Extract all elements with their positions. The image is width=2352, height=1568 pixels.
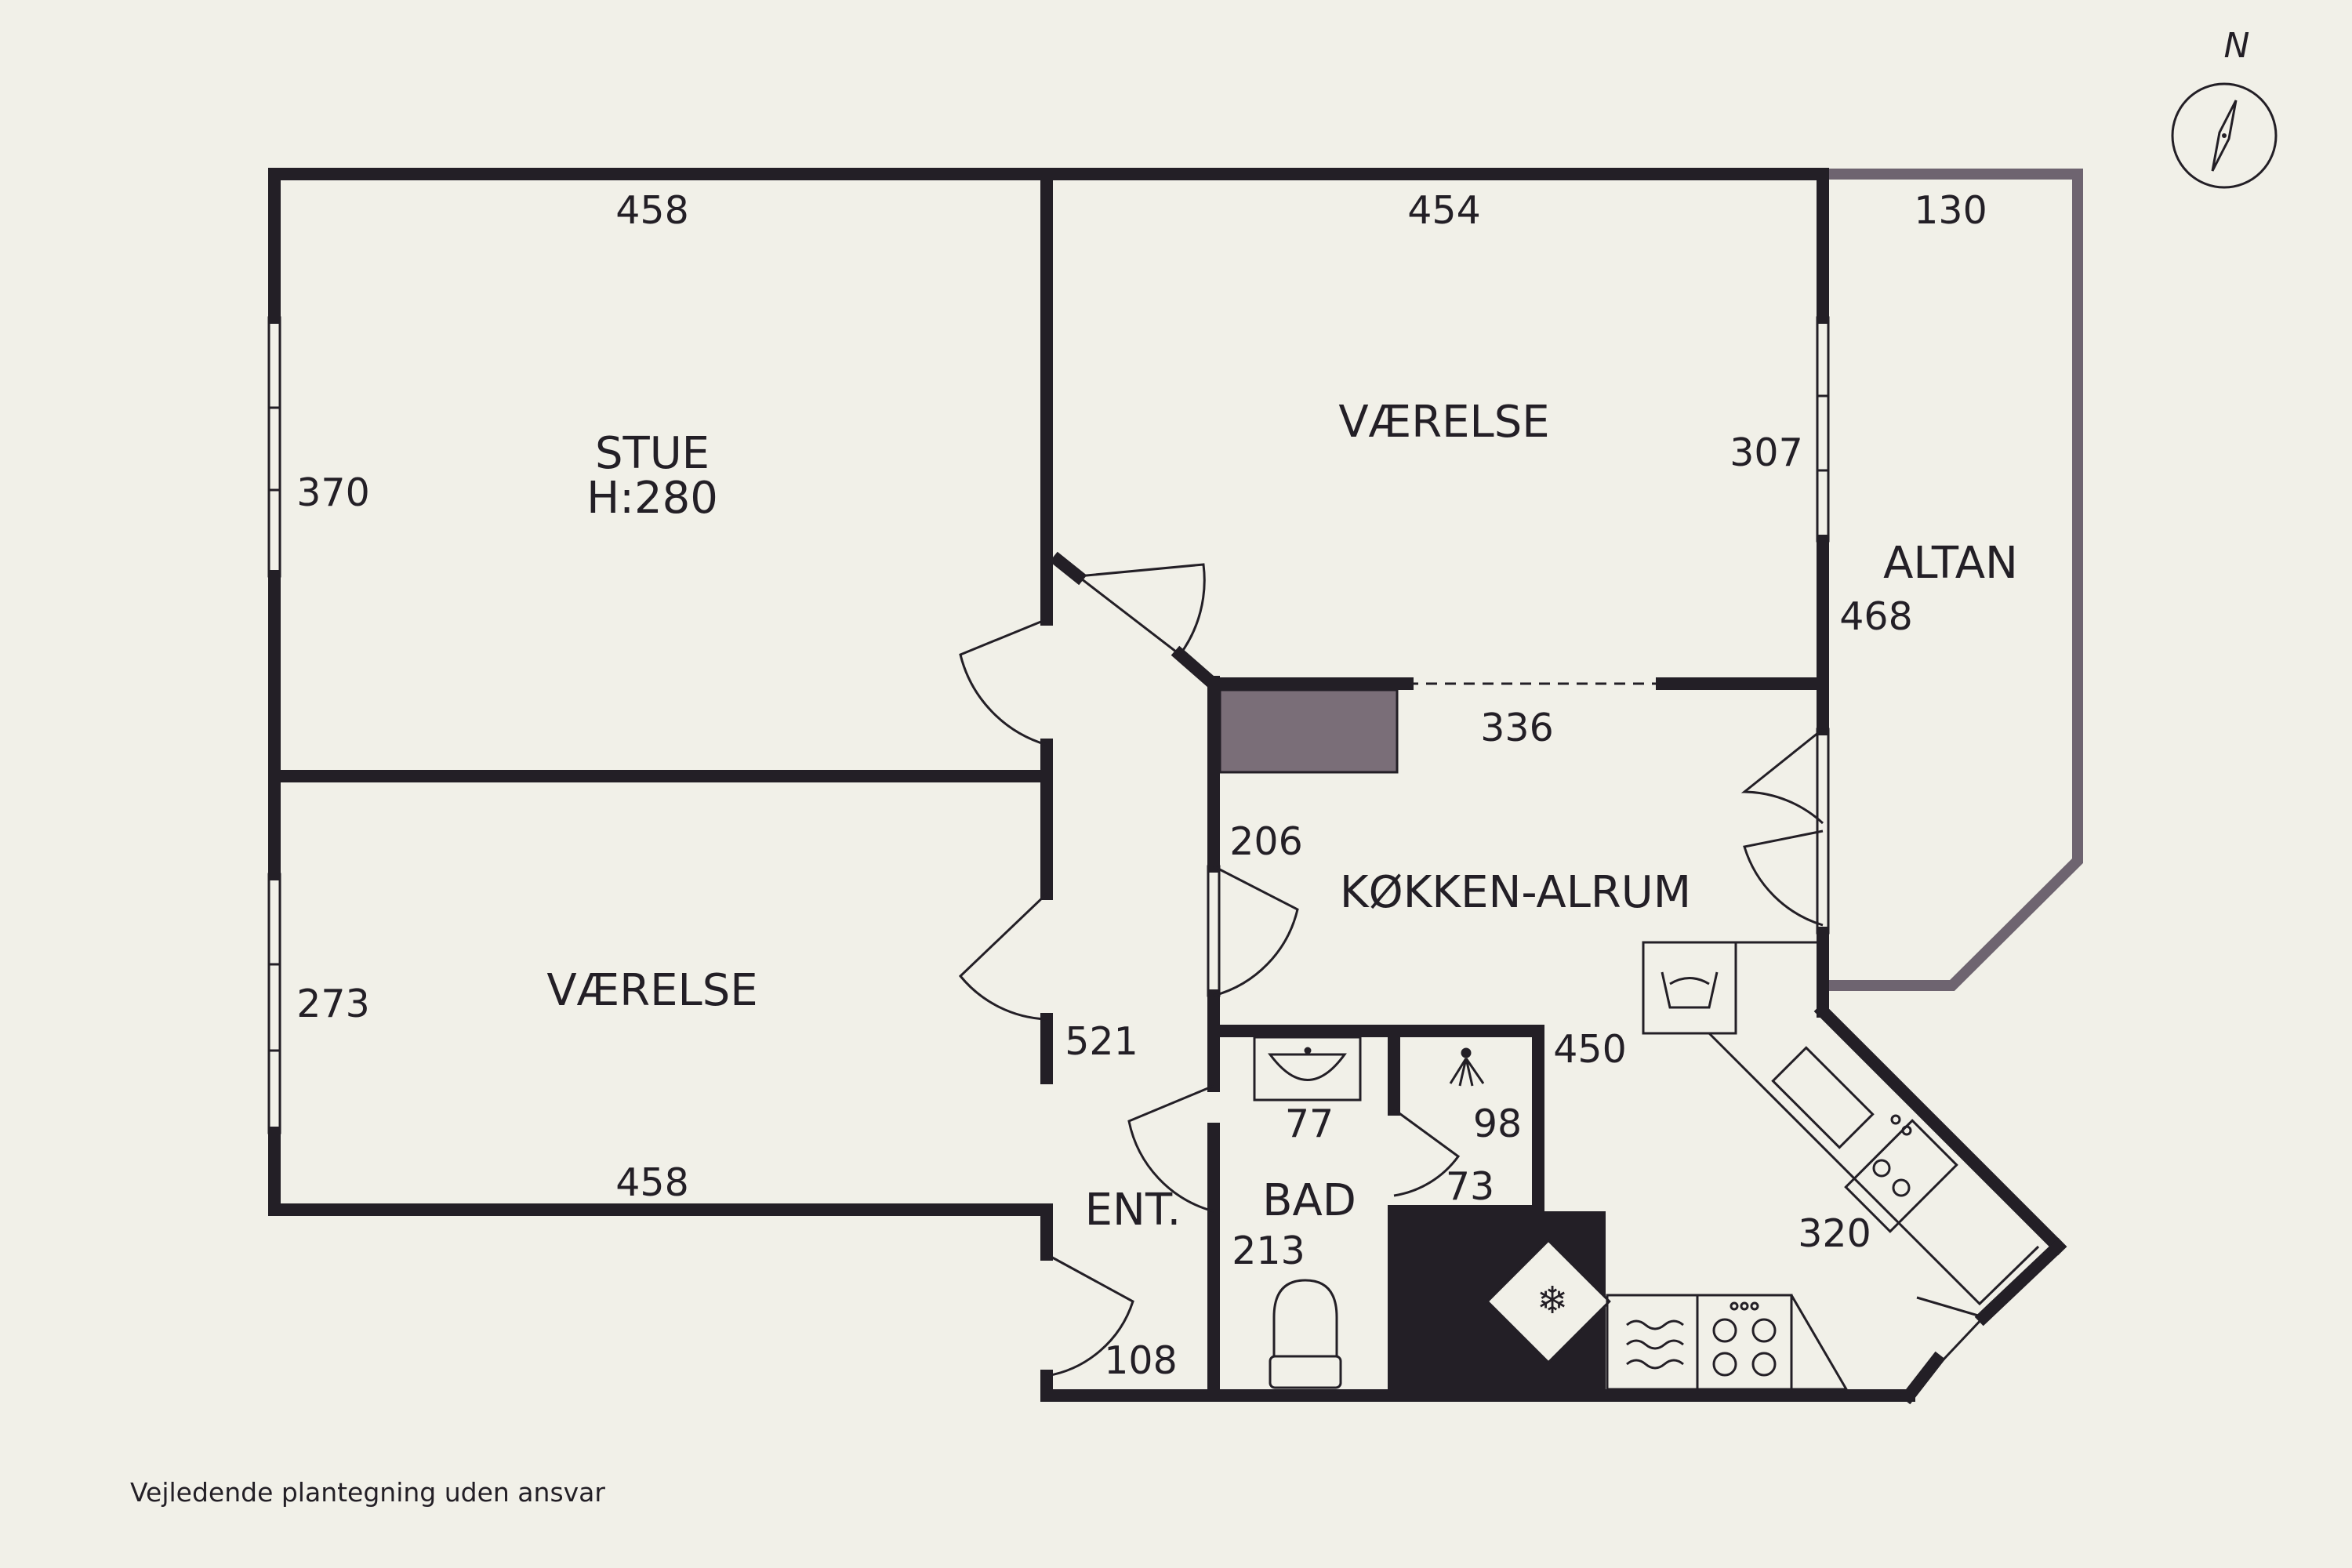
- dim-entre-width: 108: [1104, 1338, 1178, 1383]
- toilet-icon: [1269, 1279, 1342, 1389]
- dim-shower-depth: 73: [1446, 1164, 1494, 1209]
- dim-kokken-depth: 206: [1229, 819, 1303, 864]
- dim-altan-width: 130: [1914, 188, 1987, 233]
- dim-vaerelse-left-width: 458: [615, 1160, 689, 1205]
- dim-hall-length: 521: [1065, 1019, 1138, 1064]
- dim-kokken-width: 336: [1480, 706, 1554, 750]
- room-label-stue: STUE: [595, 428, 710, 479]
- balcony-outline: [1823, 169, 2083, 991]
- dim-stue-depth: 370: [296, 470, 370, 515]
- dim-bad-sink: 77: [1285, 1102, 1334, 1146]
- stove-icon: [1606, 1294, 1849, 1391]
- room-label-kokken: KØKKEN-ALRUM: [1340, 867, 1691, 918]
- dim-stue-width: 458: [615, 188, 689, 233]
- compass-icon: [2171, 82, 2278, 189]
- room-label-entre: ENT.: [1085, 1185, 1181, 1236]
- room-label-bad: BAD: [1262, 1175, 1356, 1226]
- dim-shower-width: 98: [1473, 1102, 1522, 1146]
- chimney-block: [1218, 688, 1399, 774]
- dim-vaerelse-left-depth: 273: [296, 982, 370, 1026]
- room-label-vaerelse-top: VÆRELSE: [1338, 397, 1549, 448]
- dim-kokken-diag: 320: [1798, 1211, 1871, 1256]
- kitchen-counter: [1708, 941, 2044, 1306]
- compass-label: N: [2224, 26, 2250, 66]
- dim-altan-depth: 468: [1839, 594, 1913, 639]
- room-label-stue-height: H:280: [586, 473, 718, 524]
- room-label-altan: ALTAN: [1883, 538, 2018, 589]
- dim-vaerelse-top-depth: 307: [1730, 430, 1803, 475]
- washing-machine-icon: [1642, 941, 1737, 1035]
- dim-bad-depth: 213: [1232, 1229, 1305, 1273]
- room-label-vaerelse-left: VÆRELSE: [546, 965, 757, 1016]
- shower-icon: [1449, 1047, 1485, 1087]
- fridge-icon: ❄: [1486, 1239, 1611, 1364]
- disclaimer-text: Vejledende plantegning uden ansvar: [130, 1477, 605, 1508]
- dim-kokken-side: 450: [1553, 1027, 1627, 1072]
- svg-text:❄: ❄: [1537, 1279, 1568, 1323]
- dim-vaerelse-top-width: 454: [1407, 188, 1481, 233]
- sink-icon: [1253, 1036, 1362, 1102]
- doors: [958, 563, 1986, 1389]
